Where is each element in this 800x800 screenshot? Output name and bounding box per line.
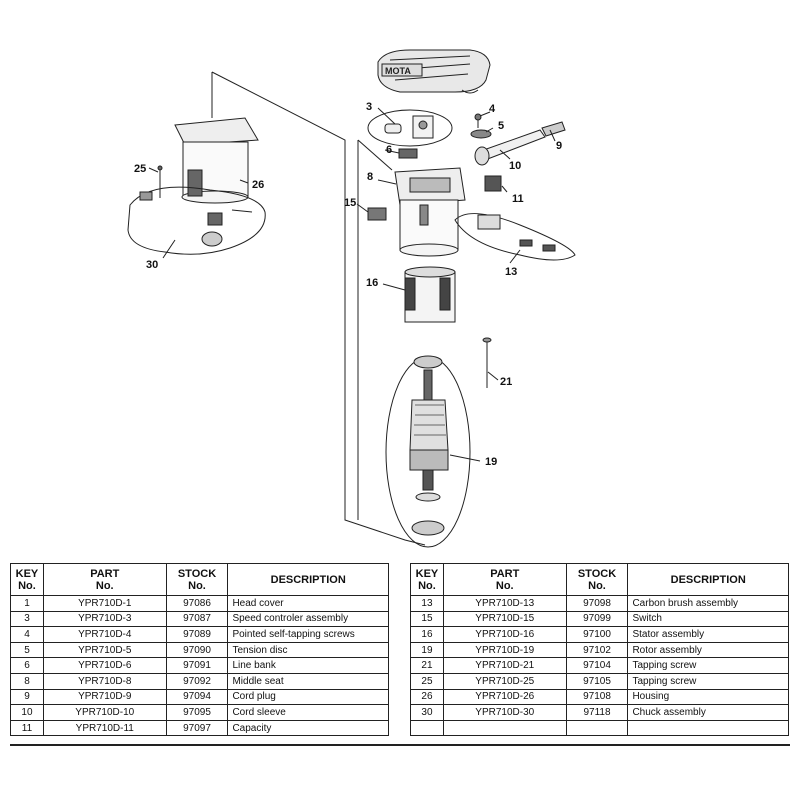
speed-controller-part xyxy=(367,109,453,147)
callout-3: 3 xyxy=(366,101,372,113)
callout-10: 10 xyxy=(509,160,521,172)
switch-part xyxy=(367,207,387,221)
callout-19: 19 xyxy=(485,456,497,468)
screw-part xyxy=(474,113,482,128)
capacitor-part xyxy=(484,175,502,192)
brand-label: MOTA xyxy=(385,66,411,76)
table-row xyxy=(410,719,789,737)
callout-8: 8 xyxy=(367,171,373,183)
tapping-screw-part xyxy=(482,337,492,388)
description-header: DESCRIPTION xyxy=(227,563,389,596)
assembly-guide-line xyxy=(211,71,426,546)
cord-plug-part xyxy=(541,121,566,137)
callout-13: 13 xyxy=(505,266,517,278)
callout-25: 25 xyxy=(134,163,146,175)
callout-21: 21 xyxy=(500,376,512,388)
line-bank-part xyxy=(398,148,418,159)
callout-26: 26 xyxy=(252,179,264,191)
callout-16: 16 xyxy=(366,277,378,289)
callout-5: 5 xyxy=(498,120,504,132)
stator-part xyxy=(404,266,456,323)
head-cover-part: MOTA xyxy=(377,49,491,94)
screw-part xyxy=(157,165,163,198)
rotor-assembly-part xyxy=(385,355,471,548)
description-header: DESCRIPTION xyxy=(627,563,789,596)
middle-seat-part xyxy=(394,167,466,257)
callout-15: 15 xyxy=(344,197,356,209)
callout-6: 6 xyxy=(386,144,392,156)
callout-4: 4 xyxy=(489,103,496,115)
callout-30: 30 xyxy=(146,259,158,271)
cord-sleeve-part xyxy=(474,129,546,166)
exploded-parts-diagram: MOTA xyxy=(127,49,576,548)
chuck-assembly-part xyxy=(127,186,266,255)
callout-9: 9 xyxy=(556,140,562,152)
carbon-brush-part xyxy=(454,213,576,261)
callout-11: 11 xyxy=(512,193,524,205)
footer-divider xyxy=(10,744,790,746)
